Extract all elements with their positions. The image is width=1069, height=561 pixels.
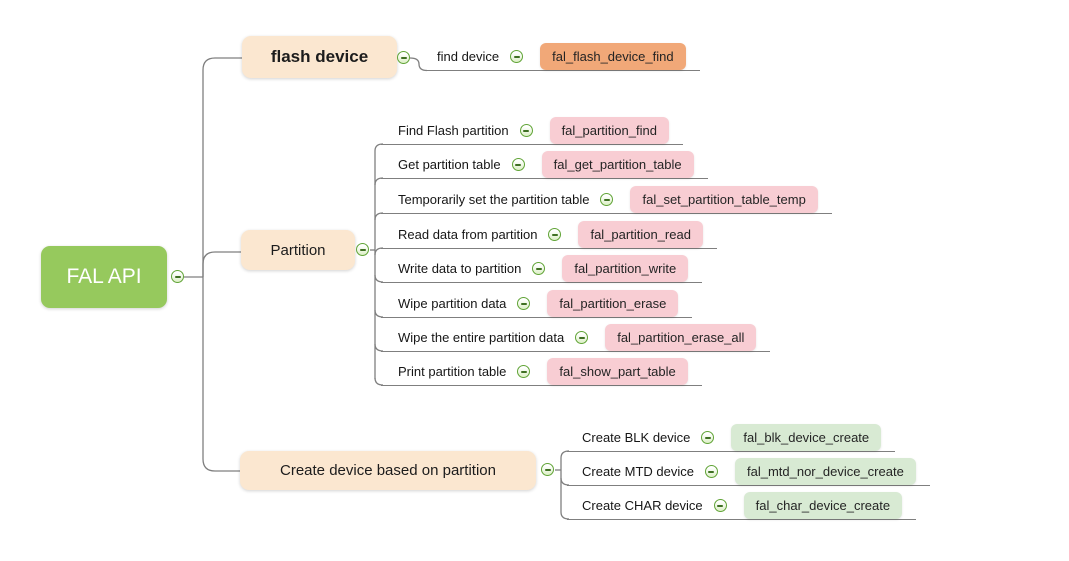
function-chip[interactable]: fal_char_device_create: [743, 492, 903, 519]
leaf-label: Create MTD device: [582, 464, 694, 479]
leaf-topic[interactable]: Wipe the entire partition data fal_parti…: [381, 324, 771, 352]
leaf-topic[interactable]: find device fal_flash_device_find: [425, 43, 700, 71]
function-chip[interactable]: fal_partition_write: [562, 255, 689, 282]
function-chip[interactable]: fal_flash_device_find: [540, 43, 686, 70]
collapse-icon[interactable]: [397, 51, 410, 64]
leaf-topic[interactable]: Create CHAR device fal_char_device_creat…: [567, 492, 917, 520]
collapse-icon[interactable]: [356, 243, 369, 256]
leaf-topic[interactable]: Temporarily set the partition table fal_…: [381, 186, 832, 214]
leaf-topic[interactable]: Wipe partition data fal_partition_erase: [381, 290, 693, 318]
function-chip[interactable]: fal_get_partition_table: [541, 151, 694, 178]
branch-topic-partition[interactable]: Partition: [241, 230, 355, 270]
collapse-icon[interactable]: [575, 331, 589, 344]
collapse-icon[interactable]: [511, 158, 525, 171]
collapse-icon[interactable]: [713, 499, 727, 512]
collapse-icon[interactable]: [171, 270, 184, 283]
leaf-topic[interactable]: Create MTD device fal_mtd_nor_device_cre…: [567, 458, 930, 486]
root-topic-fal-api[interactable]: FAL API: [41, 246, 167, 308]
collapse-icon[interactable]: [600, 193, 614, 206]
function-chip[interactable]: fal_show_part_table: [547, 358, 688, 385]
collapse-icon[interactable]: [517, 297, 531, 310]
branch-topic-flash-device[interactable]: flash device: [242, 36, 397, 78]
leaf-topic[interactable]: Find Flash partition fal_partition_find: [381, 117, 683, 145]
collapse-icon[interactable]: [541, 463, 554, 476]
leaf-topic[interactable]: Create BLK device fal_blk_device_create: [567, 424, 896, 452]
leaf-topic[interactable]: Read data from partition fal_partition_r…: [381, 221, 717, 249]
function-chip[interactable]: fal_partition_read: [578, 221, 703, 248]
collapse-icon[interactable]: [510, 50, 524, 63]
leaf-label: Wipe the entire partition data: [398, 330, 565, 345]
function-chip[interactable]: fal_partition_find: [549, 117, 669, 144]
leaf-label: Temporarily set the partition table: [398, 192, 590, 207]
leaf-label: Get partition table: [398, 157, 501, 172]
leaf-label: Write data to partition: [398, 261, 522, 276]
leaf-label: Create CHAR device: [582, 498, 703, 513]
leaf-label: find device: [437, 49, 500, 64]
leaf-topic[interactable]: Print partition table fal_show_part_tabl…: [381, 358, 702, 386]
leaf-topic[interactable]: Get partition table fal_get_partition_ta…: [381, 151, 708, 179]
function-chip[interactable]: fal_mtd_nor_device_create: [734, 458, 916, 485]
collapse-icon[interactable]: [704, 465, 718, 478]
collapse-icon[interactable]: [517, 365, 531, 378]
function-chip[interactable]: fal_blk_device_create: [731, 424, 882, 451]
leaf-label: Read data from partition: [398, 227, 538, 242]
function-chip[interactable]: fal_partition_erase: [547, 290, 679, 317]
function-chip[interactable]: fal_partition_erase_all: [605, 324, 757, 351]
leaf-label: Wipe partition data: [398, 296, 507, 311]
collapse-icon[interactable]: [519, 124, 533, 137]
leaf-label: Create BLK device: [582, 430, 691, 445]
leaf-label: Print partition table: [398, 364, 507, 379]
leaf-label: Find Flash partition: [398, 123, 509, 138]
collapse-icon[interactable]: [532, 262, 546, 275]
collapse-icon[interactable]: [548, 228, 562, 241]
collapse-icon[interactable]: [701, 431, 715, 444]
branch-topic-create-device[interactable]: Create device based on partition: [240, 451, 536, 490]
leaf-topic[interactable]: Write data to partition fal_partition_wr…: [381, 255, 703, 283]
function-chip[interactable]: fal_set_partition_table_temp: [630, 186, 818, 213]
